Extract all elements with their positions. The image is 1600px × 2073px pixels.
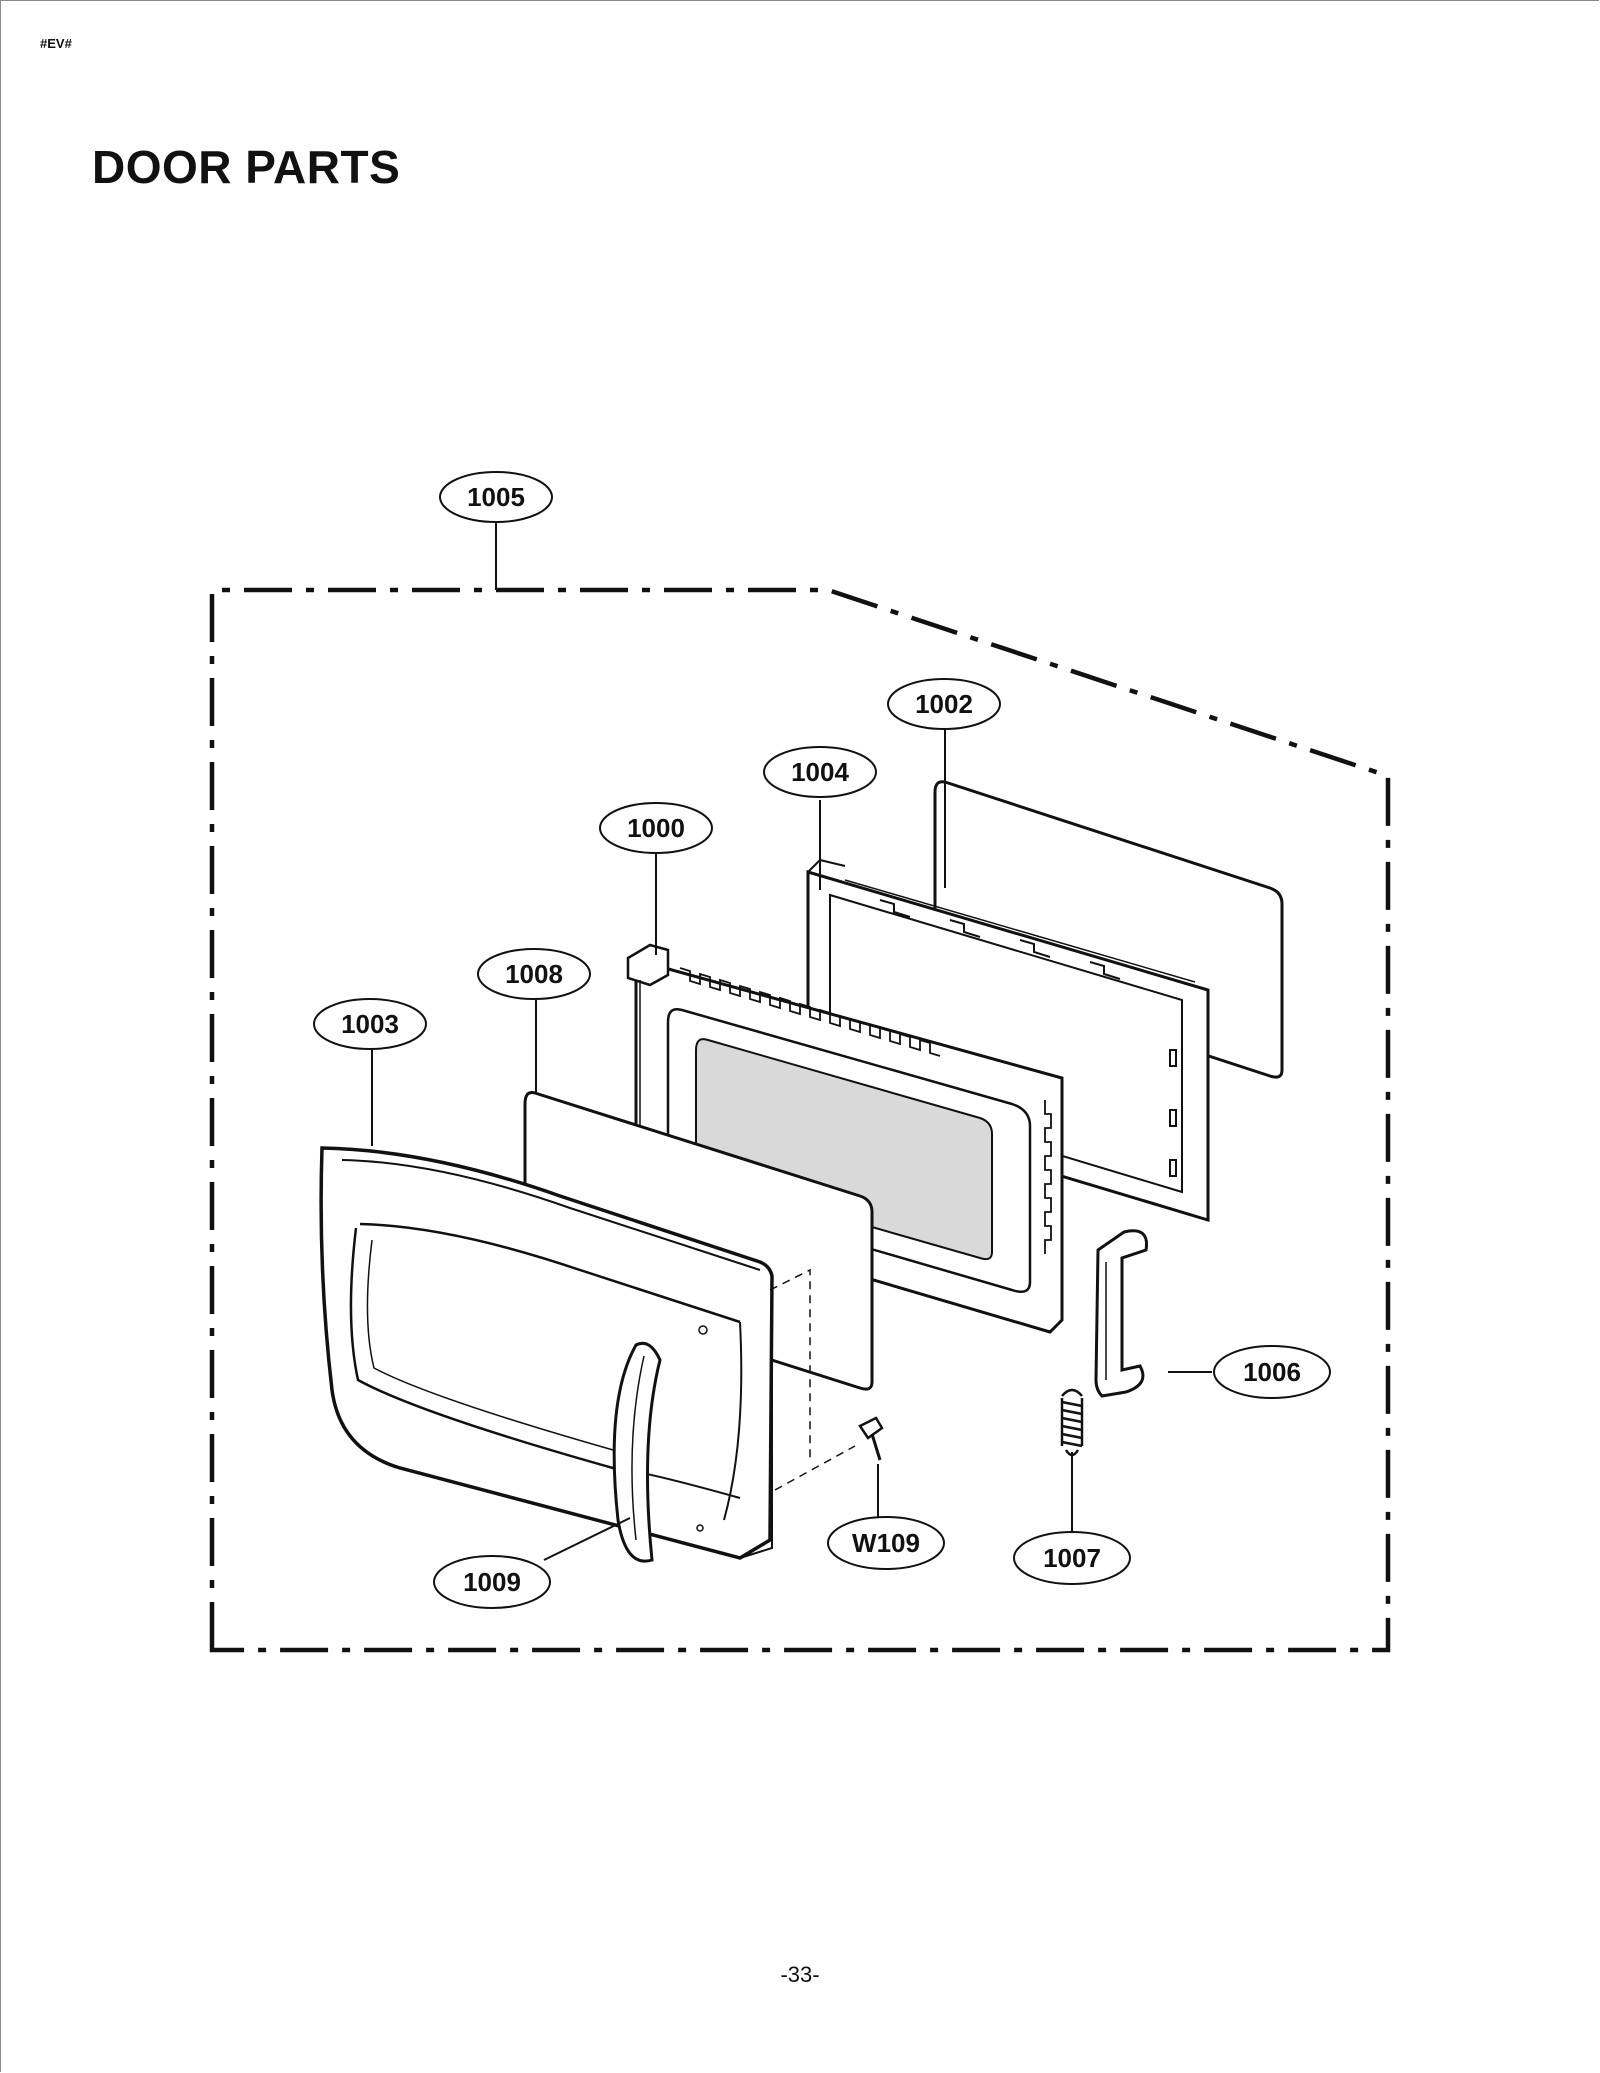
callout-1006: 1006	[1213, 1345, 1331, 1399]
svg-text:W109: W109	[852, 1528, 920, 1558]
alignment-guides	[769, 1268, 856, 1491]
callout-1005: 1005	[439, 471, 553, 523]
part-w109-screw	[858, 1416, 884, 1461]
part-1007-spring	[1060, 1388, 1084, 1457]
page-title: DOOR PARTS	[92, 141, 401, 193]
callout-1002: 1002	[887, 678, 1001, 730]
svg-text:1008: 1008	[505, 959, 563, 989]
svg-text:1007: 1007	[1043, 1543, 1101, 1573]
svg-text:1000: 1000	[627, 813, 685, 843]
part-1000-door-frame	[626, 943, 1064, 1334]
assembly-boundary	[209, 587, 1391, 1653]
svg-text:1004: 1004	[791, 757, 849, 787]
callout-w109: W109	[827, 1516, 945, 1570]
document-code: #EV#	[40, 36, 72, 51]
leader-lines	[371, 522, 1212, 1561]
svg-text:1002: 1002	[915, 689, 973, 719]
callout-1009: 1009	[433, 1555, 551, 1609]
svg-text:1006: 1006	[1243, 1357, 1301, 1387]
part-1006-latch	[1094, 1229, 1149, 1398]
callout-1007: 1007	[1013, 1531, 1131, 1585]
callout-1004: 1004	[763, 746, 877, 798]
callout-1000: 1000	[599, 802, 713, 854]
svg-text:1003: 1003	[341, 1009, 399, 1039]
page-number: -33-	[780, 1962, 820, 1987]
callout-1003: 1003	[313, 998, 427, 1050]
svg-text:1009: 1009	[463, 1567, 521, 1597]
part-1009-door-handle	[612, 1341, 662, 1563]
part-1003-door-front	[319, 1146, 774, 1560]
svg-text:1005: 1005	[467, 482, 525, 512]
callout-1008: 1008	[477, 948, 591, 1000]
